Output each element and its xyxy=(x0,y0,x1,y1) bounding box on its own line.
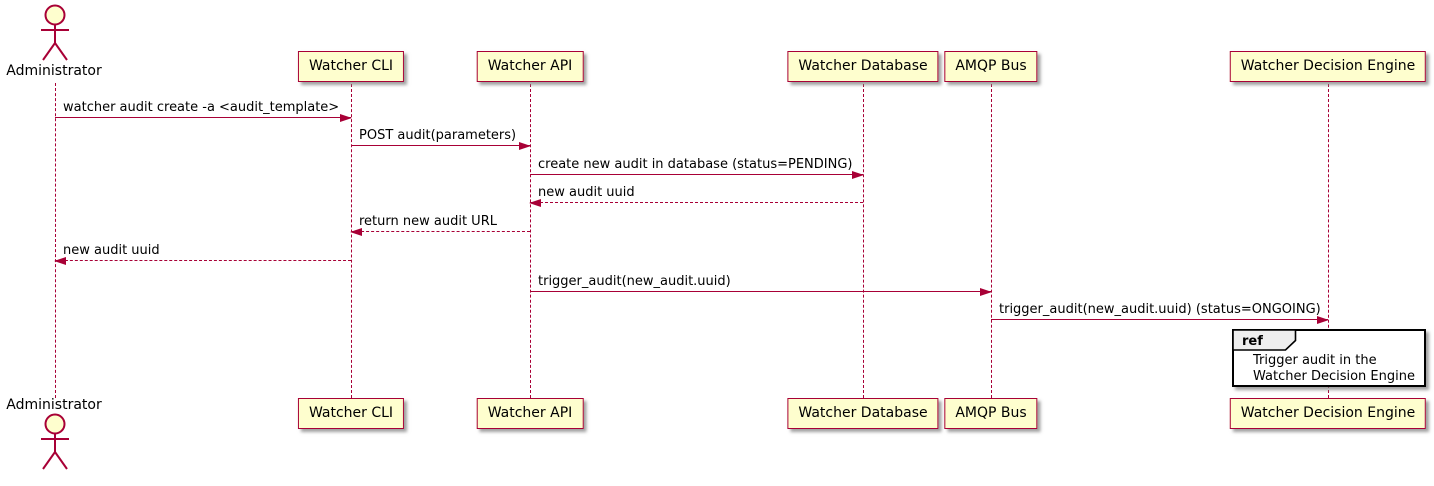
message-new-audit-uuid-db: new audit uuid xyxy=(529,185,863,207)
message-post-audit-label: POST audit(parameters) xyxy=(359,128,517,143)
arrowhead-right-icon xyxy=(519,142,531,150)
message-arrow xyxy=(991,316,1329,324)
lifeline-administrator xyxy=(55,83,56,398)
lifeline-amqp-bus xyxy=(991,84,992,398)
participant-watcher-api-top: Watcher API xyxy=(476,51,584,82)
message-arrow xyxy=(54,257,351,265)
message-trigger-audit: trigger_audit(new_audit.uuid) xyxy=(530,274,992,296)
arrowhead-left-icon xyxy=(529,199,541,207)
ref-text-line2: Watcher Decision Engine xyxy=(1253,369,1415,384)
message-create-audit-db-label: create new audit in database (status=PEN… xyxy=(538,157,853,172)
participant-watcher-database-top: Watcher Database xyxy=(787,51,939,82)
administrator-actor-icon xyxy=(41,4,69,61)
message-new-audit-uuid-cli: new audit uuid xyxy=(54,243,351,265)
message-trigger-audit-ongoing: trigger_audit(new_audit.uuid) (status=ON… xyxy=(991,302,1329,324)
arrowhead-right-icon xyxy=(852,171,864,179)
lifeline-watcher-decision-engine xyxy=(1328,84,1329,398)
arrowhead-left-icon xyxy=(350,228,362,236)
message-arrow xyxy=(530,171,864,179)
message-create-audit-db: create new audit in database (status=PEN… xyxy=(530,157,864,179)
administrator-label-bottom: Administrator xyxy=(6,397,102,413)
participant-watcher-database-bottom: Watcher Database xyxy=(787,398,939,429)
message-new-audit-uuid-db-label: new audit uuid xyxy=(538,185,635,200)
participant-watcher-api-bottom: Watcher API xyxy=(476,398,584,429)
arrowhead-left-icon xyxy=(54,257,66,265)
message-arrow xyxy=(350,228,530,236)
message-return-audit-url-label: return new audit URL xyxy=(359,214,497,229)
arrowhead-right-icon xyxy=(1317,316,1329,324)
message-arrow xyxy=(530,288,992,296)
participant-watcher-decision-engine-top: Watcher Decision Engine xyxy=(1229,51,1427,82)
administrator-label-top: Administrator xyxy=(6,63,102,79)
participant-watcher-cli-top: Watcher CLI xyxy=(297,51,405,82)
message-post-audit: POST audit(parameters) xyxy=(351,128,531,150)
participant-amqp-bus-bottom: AMQP Bus xyxy=(944,398,1038,429)
message-arrow xyxy=(351,142,531,150)
participant-amqp-bus-top: AMQP Bus xyxy=(944,51,1038,82)
participant-watcher-decision-engine-bottom: Watcher Decision Engine xyxy=(1229,398,1427,429)
administrator-actor-icon xyxy=(41,413,69,470)
ref-text-line1: Trigger audit in the xyxy=(1253,353,1377,368)
lifeline-watcher-database xyxy=(863,84,864,398)
message-audit-create: watcher audit create -a <audit_template> xyxy=(55,100,352,122)
arrowhead-right-icon xyxy=(340,114,352,122)
participant-watcher-cli-bottom: Watcher CLI xyxy=(297,398,405,429)
lifeline-watcher-api xyxy=(530,84,531,398)
message-new-audit-uuid-cli-label: new audit uuid xyxy=(63,243,160,258)
ref-fragment: ref Trigger audit in the Watcher Decisio… xyxy=(1232,329,1426,387)
arrowhead-right-icon xyxy=(980,288,992,296)
lifeline-watcher-cli xyxy=(351,84,352,398)
message-return-audit-url: return new audit URL xyxy=(350,214,530,236)
message-trigger-audit-label: trigger_audit(new_audit.uuid) xyxy=(538,274,731,289)
message-arrow xyxy=(55,114,352,122)
message-audit-create-label: watcher audit create -a <audit_template> xyxy=(63,100,340,115)
ref-body: Trigger audit in the Watcher Decision En… xyxy=(1234,331,1424,385)
message-trigger-audit-ongoing-label: trigger_audit(new_audit.uuid) (status=ON… xyxy=(999,302,1321,317)
ref-keyword: ref xyxy=(1242,334,1263,349)
ref-tab-icon: ref xyxy=(1233,330,1297,351)
message-arrow xyxy=(529,199,863,207)
